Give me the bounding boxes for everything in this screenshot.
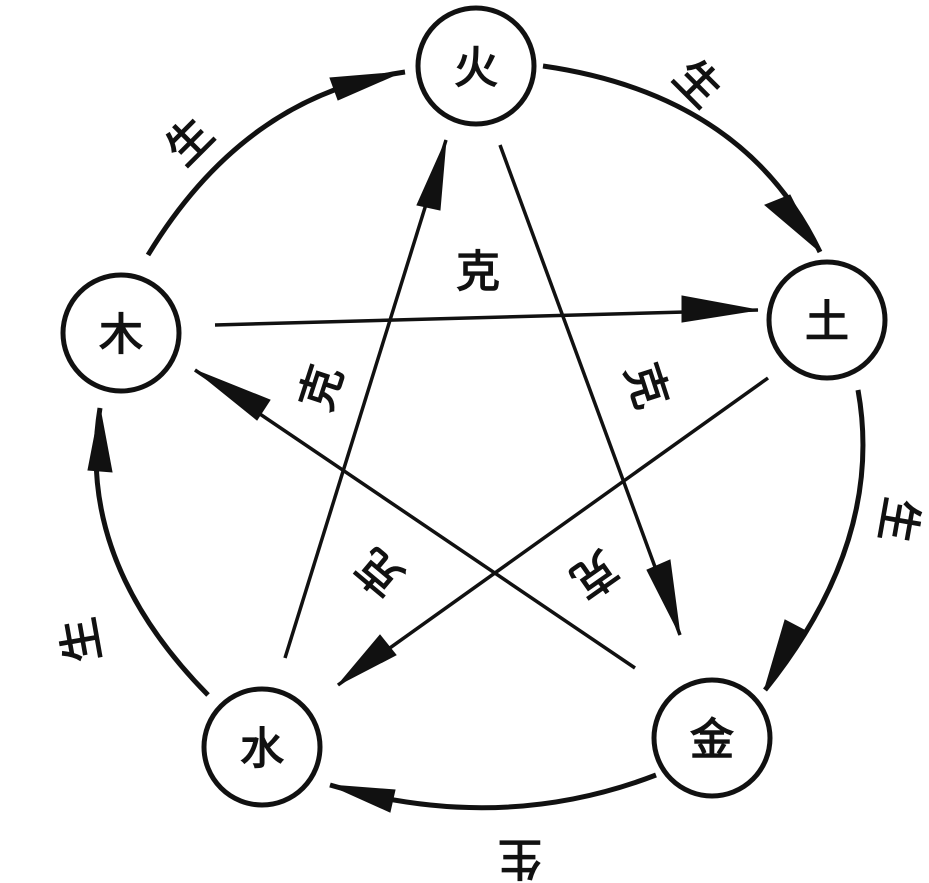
- arrowhead-wood-to-earth: [681, 295, 759, 323]
- node-metal: 金: [651, 677, 773, 799]
- label-overcoming-fire-metal: 克: [615, 357, 677, 415]
- arrowhead-fire-to-earth: [764, 194, 819, 251]
- arc-water-to-wood: [93, 407, 210, 697]
- line-metal-to-wood: [194, 368, 636, 670]
- overcoming-cycle: [194, 139, 770, 687]
- node-earth: 土: [766, 259, 888, 381]
- node-wood-circle: [60, 272, 182, 394]
- node-wood: 木: [60, 272, 182, 394]
- arrowhead-earth-to-water: [337, 634, 397, 686]
- node-fire-circle: [415, 5, 537, 127]
- node-metal-circle: [651, 677, 773, 799]
- label-generating-metal-water: 生: [498, 833, 542, 883]
- node-metal-label: 金: [689, 715, 735, 766]
- node-earth-label: 土: [805, 297, 849, 348]
- line-earth-to-water: [336, 376, 770, 687]
- label-overcoming-earth-water: 克: [347, 538, 413, 605]
- line-wood-to-earth: [214, 308, 759, 327]
- label-overcoming-wood-earth: 克: [456, 247, 500, 298]
- arrowhead-earth-to-metal: [764, 619, 809, 689]
- arrowhead-water-to-fire: [416, 139, 447, 211]
- label-generating-fire-earth: 生: [663, 50, 730, 117]
- label-generating-water-wood: 生: [53, 614, 111, 666]
- line-fire-to-metal: [498, 144, 682, 636]
- node-fire: 火: [415, 5, 537, 127]
- label-overcoming-metal-wood: 克: [561, 540, 626, 607]
- label-generating-wood-fire: 生: [156, 108, 223, 175]
- line-water-to-fire: [283, 139, 448, 659]
- label-overcoming-water-fire: 克: [291, 359, 353, 417]
- arrowhead-metal-to-water: [329, 784, 396, 813]
- arrowhead-wood-to-fire: [329, 71, 403, 101]
- generating-cycle: [87, 63, 866, 813]
- node-fire-label: 火: [454, 43, 498, 94]
- arrowhead-water-to-wood: [87, 407, 113, 473]
- generating-labels: 生 生 生 生 生: [53, 50, 927, 883]
- node-earth-circle: [766, 259, 888, 381]
- node-wood-label: 木: [99, 310, 143, 361]
- arrowhead-fire-to-metal: [646, 559, 681, 636]
- arrowhead-metal-to-wood: [194, 369, 271, 421]
- node-water-label: 水: [240, 724, 285, 775]
- overcoming-labels: 克 克 克 克 克: [291, 247, 677, 608]
- node-water-circle: [201, 686, 323, 808]
- label-generating-earth-metal: 生: [869, 494, 927, 546]
- node-water: 水: [201, 686, 323, 808]
